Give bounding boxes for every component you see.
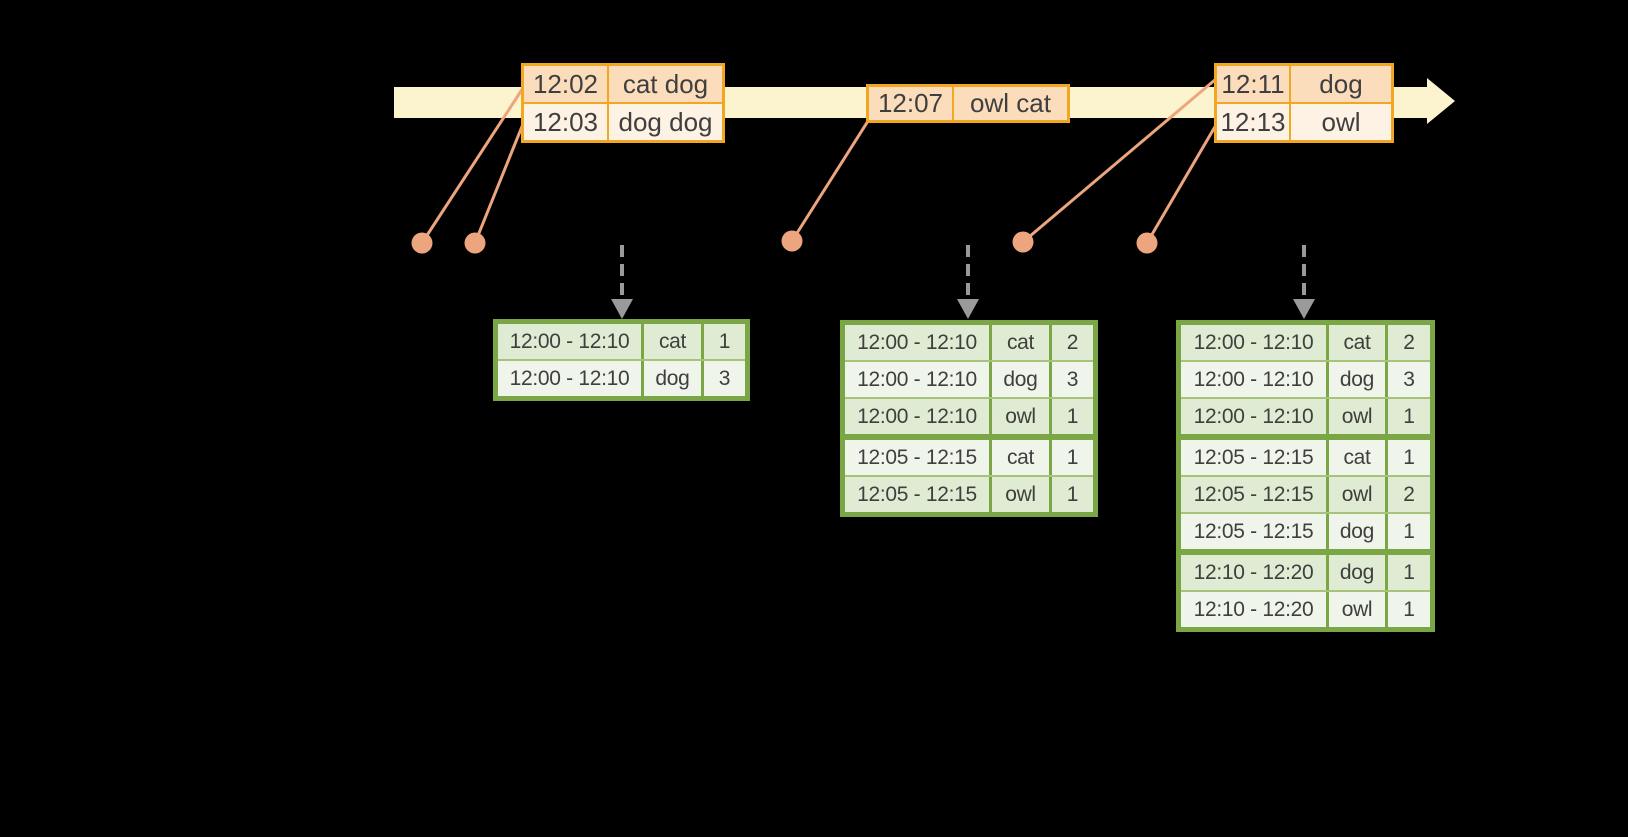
window-cell: 12:00 - 12:10 bbox=[845, 362, 989, 397]
word-cell: owl bbox=[992, 399, 1049, 434]
count-cell: 3 bbox=[704, 361, 745, 396]
count-cell: 1 bbox=[1052, 399, 1093, 434]
count-cell: 3 bbox=[1052, 362, 1093, 397]
window-cell: 12:05 - 12:15 bbox=[1181, 440, 1326, 475]
word-cell: dog bbox=[1329, 362, 1385, 397]
count-cell: 3 bbox=[1388, 362, 1430, 397]
word-cell: cat bbox=[1329, 325, 1385, 360]
event-time-cell: 12:07 bbox=[869, 87, 952, 120]
word-cell: owl bbox=[992, 477, 1049, 512]
word-cell: cat bbox=[1329, 440, 1385, 475]
event-dot bbox=[1012, 231, 1034, 253]
trigger-arrowhead-icon bbox=[611, 299, 633, 319]
word-cell: dog bbox=[1329, 514, 1385, 549]
event-words-cell: cat dog bbox=[609, 66, 722, 102]
event-dot bbox=[1136, 232, 1158, 254]
count-cell: 1 bbox=[1388, 592, 1430, 627]
word-cell: owl bbox=[1329, 477, 1385, 512]
window-cell: 12:10 - 12:20 bbox=[1181, 592, 1326, 627]
event-dot bbox=[464, 232, 486, 254]
count-cell: 2 bbox=[1052, 325, 1093, 360]
event-time-cell: 12:03 bbox=[524, 104, 607, 140]
event-words-cell: owl bbox=[1291, 104, 1391, 140]
event-time-cell: 12:13 bbox=[1217, 104, 1289, 140]
window-cell: 12:00 - 12:10 bbox=[1181, 325, 1326, 360]
event-time-cell: 12:02 bbox=[524, 66, 607, 102]
count-cell: 1 bbox=[704, 324, 745, 359]
event-connector-line bbox=[473, 123, 525, 244]
word-cell: cat bbox=[992, 325, 1049, 360]
window-cell: 12:05 - 12:15 bbox=[1181, 514, 1326, 549]
word-cell: dog bbox=[992, 362, 1049, 397]
trigger-arrowhead-icon bbox=[1293, 299, 1315, 319]
word-cell: cat bbox=[992, 440, 1049, 475]
window-cell: 12:10 - 12:20 bbox=[1181, 555, 1326, 590]
count-cell: 1 bbox=[1388, 555, 1430, 590]
window-cell: 12:00 - 12:10 bbox=[1181, 399, 1326, 434]
word-cell: owl bbox=[1329, 399, 1385, 434]
window-cell: 12:05 - 12:15 bbox=[845, 477, 989, 512]
window-cell: 12:00 - 12:10 bbox=[1181, 362, 1326, 397]
event-connector-line bbox=[420, 87, 525, 244]
count-cell: 1 bbox=[1052, 477, 1093, 512]
event-words-cell: dog bbox=[1291, 66, 1391, 102]
window-cell: 12:00 - 12:10 bbox=[845, 325, 989, 360]
word-cell: dog bbox=[1329, 555, 1385, 590]
event-dot bbox=[411, 232, 433, 254]
event-words-cell: owl cat bbox=[954, 87, 1067, 120]
count-cell: 2 bbox=[1388, 477, 1430, 512]
count-cell: 1 bbox=[1052, 440, 1093, 475]
count-cell: 2 bbox=[1388, 325, 1430, 360]
event-connector-line bbox=[1145, 124, 1218, 244]
window-cell: 12:05 - 12:15 bbox=[845, 440, 989, 475]
word-cell: owl bbox=[1329, 592, 1385, 627]
trigger-arrowhead-icon bbox=[957, 299, 979, 319]
window-cell: 12:00 - 12:10 bbox=[845, 399, 989, 434]
count-cell: 1 bbox=[1388, 440, 1430, 475]
word-cell: dog bbox=[644, 361, 701, 396]
window-cell: 12:00 - 12:10 bbox=[498, 361, 641, 396]
event-words-cell: dog dog bbox=[609, 104, 722, 140]
event-time-cell: 12:11 bbox=[1217, 66, 1289, 102]
count-cell: 1 bbox=[1388, 399, 1430, 434]
event-connector-line bbox=[1022, 77, 1217, 244]
event-connector-line bbox=[790, 120, 870, 242]
event-dot bbox=[781, 230, 803, 252]
word-cell: cat bbox=[644, 324, 701, 359]
window-cell: 12:05 - 12:15 bbox=[1181, 477, 1326, 512]
window-cell: 12:00 - 12:10 bbox=[498, 324, 641, 359]
count-cell: 1 bbox=[1388, 514, 1430, 549]
timeline-arrow-head-icon bbox=[1427, 78, 1455, 124]
